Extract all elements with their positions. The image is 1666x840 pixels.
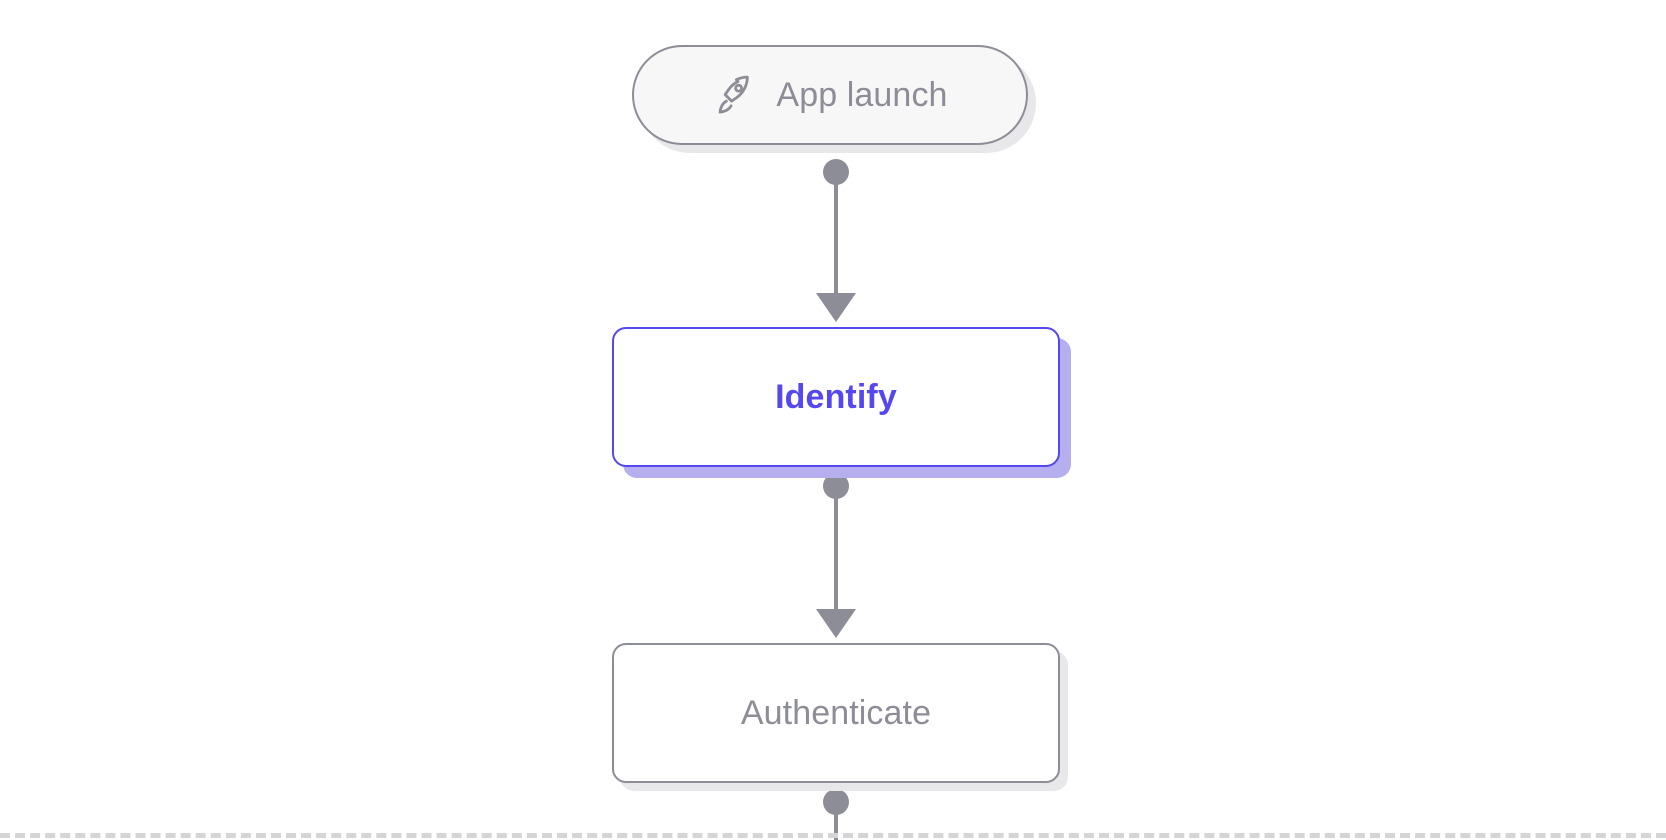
flow-node-label: App launch xyxy=(776,75,948,114)
flow-node-authenticate[interactable]: Authenticate xyxy=(612,643,1060,783)
edge-identify-authenticate[interactable] xyxy=(816,473,856,638)
edge-source-handle[interactable] xyxy=(823,789,849,815)
edge-arrowhead xyxy=(816,293,856,322)
flow-node-app-launch[interactable]: App launch xyxy=(632,45,1028,145)
rocket-icon xyxy=(712,74,754,116)
edge-launch-identify[interactable] xyxy=(816,159,856,322)
flow-node-identify[interactable]: Identify xyxy=(612,327,1060,467)
edge-arrowhead xyxy=(816,609,856,638)
edge-source-handle[interactable] xyxy=(823,473,849,499)
flow-node-label: Authenticate xyxy=(740,693,932,732)
canvas-dashed-divider xyxy=(0,833,1666,838)
flow-node-label: Identify xyxy=(775,377,897,416)
edge-source-handle[interactable] xyxy=(823,159,849,185)
